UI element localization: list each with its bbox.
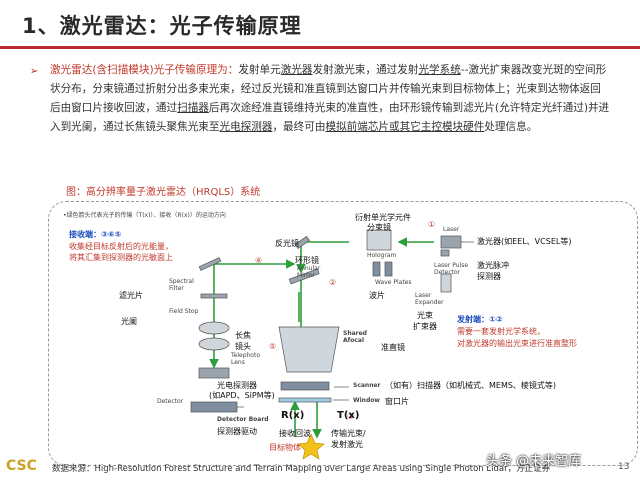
step-3: ③ (347, 412, 355, 421)
label-rx: R(x) (281, 410, 305, 421)
paragraph-lead: 激光雷达(含扫描模块)光子传输原理为： (50, 64, 239, 76)
label-field-stop-en: Field Stop (169, 308, 199, 315)
label-pulse-en: Laser Pulse Detector (434, 262, 469, 276)
link-optics[interactable]: 光学系统 (418, 64, 461, 76)
label-laser-en: Laser (443, 226, 460, 233)
label-board-en: Detector Board (217, 416, 269, 423)
label-board-cn: 探测器驱动 (217, 427, 257, 436)
wave-plate-1 (372, 261, 381, 277)
transmit-desc-2: 对激光器的输出光束进行准直整形 (457, 339, 577, 348)
diagram-note: •绿色箭头代表光子的传输（T(x)）、接收（R(x)）的运动方向 (63, 212, 226, 219)
label-telephoto-en: Telephoto Lens (231, 352, 261, 366)
label-laser-cn: 激光器(如EEL、VCSEL等) (477, 237, 572, 246)
label-recv: 接收回波 (279, 429, 311, 438)
receive-desc-1: 收集经目标反射后的光能量， (69, 242, 173, 251)
window-plate (278, 397, 332, 403)
label-reflector: 反光镜 (275, 239, 299, 248)
lidar-diagram-panel: •绿色箭头代表光子的传输（T(x)）、接收（R(x)）的运动方向 接收端：③⑥⑤… (48, 201, 638, 466)
scanner (280, 381, 330, 391)
label-scanner-en: Scanner (353, 382, 381, 389)
label-spectral-en: Spectral Filter (169, 278, 194, 292)
label-scanner-cn: （如有）扫描器（如机械式、MEMS、棱镜式等) (385, 381, 557, 390)
annular-mirror (288, 268, 320, 285)
step-1: ① (428, 220, 436, 229)
title-divider (0, 46, 640, 49)
label-field-stop-cn: 光阑 (121, 317, 137, 326)
label-expander-cn2: 扩束器 (413, 322, 437, 331)
label-pd-cn: 光电探测器 (217, 381, 257, 390)
target-star-icon (297, 433, 325, 460)
watermark: 头条 @未来智库 (486, 454, 582, 469)
step-4: ④ (255, 256, 263, 265)
label-detector-en: Detector (157, 398, 184, 405)
paragraph-text: --激光扩束器改变光斑的空间形状分布，分束镜通过折射分出多束光束，经过反光镜和准… (50, 64, 607, 114)
label-diffractive: 衍射单光学元件 (355, 213, 411, 222)
label-shared-cn: 准直镜 (381, 343, 405, 352)
hologram-element (366, 229, 392, 251)
bullet-arrow-icon: ➢ (30, 66, 39, 77)
brand-logo: CSC (6, 458, 37, 474)
laser-pulse-detector (440, 249, 450, 257)
label-window-cn: 窗口片 (385, 397, 409, 406)
receive-desc-2: 将其汇集到探测器的光敏面上 (69, 253, 173, 262)
label-expander-en: Laser Expander (415, 292, 444, 306)
label-ring-mirror: 环形镜 (295, 256, 319, 265)
spectral-filter (198, 257, 222, 271)
transmit-title: 发射端：①② (457, 315, 503, 324)
page-title: 1、激光雷达：光子传输原理 (22, 14, 302, 38)
label-window-en: Window (353, 397, 380, 404)
label-send2: 发射激光 (331, 440, 363, 449)
label-expander-cn: 光束 (417, 311, 433, 320)
link-laser[interactable]: 激光器 (280, 64, 313, 76)
paragraph-text: 处理信息。 (484, 121, 538, 133)
label-ring-mirror-en: Annular Mirror (297, 265, 321, 279)
laser-expander (440, 273, 452, 293)
link-photodetector[interactable]: 光电探测器 (219, 121, 273, 133)
laser-source (440, 235, 462, 249)
label-splitter: 分束镜 (367, 223, 391, 232)
beam-path (209, 237, 434, 439)
label-spectral-cn: 滤光片 (119, 291, 143, 300)
step-2: ② (329, 278, 337, 287)
label-telephoto-cn: 长焦 (235, 331, 251, 340)
source-note: 数据来源：High-Resolution Forest Structure an… (52, 464, 551, 474)
figure-caption: 图：高分辨率量子激光雷达（HRQLS）系统 (66, 187, 261, 198)
label-pulse-cn: 激光脉冲 (477, 261, 509, 270)
optical-components (190, 229, 462, 413)
label-pd-cn2: (如APD、SiPM等) (209, 391, 275, 400)
shared-afocal (278, 326, 340, 373)
label-send: 传输光束/ (331, 429, 366, 438)
telephoto-lens-2 (198, 337, 230, 351)
label-target: 目标物体 (269, 443, 301, 452)
link-afe-chip[interactable]: 模拟前端芯片或其它主控模块硬件 (325, 121, 485, 133)
transmit-desc-1: 需要一套发射光学系统， (457, 327, 545, 336)
page-number: 13 (618, 462, 630, 472)
receive-title: 接收端：③⑥⑤ (69, 230, 122, 239)
label-wave-plates: Wave Plates (375, 279, 412, 286)
detector-chip (198, 367, 230, 379)
label-hologram: Hologram (367, 252, 397, 259)
paragraph-text: 发射单元 (238, 64, 281, 76)
label-shared-en: Shared Afocal (343, 330, 367, 344)
step-5: ⑤ (269, 342, 277, 351)
label-wave-cn: 波片 (369, 291, 385, 300)
detector-board (190, 401, 238, 413)
label-pulse-cn2: 探测器 (477, 272, 501, 281)
reflector-mirror (294, 235, 310, 249)
paragraph-text: 发射激光束，通过发射 (312, 64, 419, 76)
principle-paragraph: 激光雷达(含扫描模块)光子传输原理为：发射单元激光器发射激光束，通过发射光学系统… (50, 61, 610, 137)
link-scanner[interactable]: 扫描器 (177, 102, 209, 114)
label-telephoto-cn2: 镜头 (235, 342, 251, 351)
paragraph-text: 后再次途经准直镜维持光束的准直性，由环形镜传输到滤光片(允许特定光纤通过)并进入… (50, 102, 610, 133)
wave-plate-2 (384, 261, 393, 277)
lidar-diagram (190, 229, 474, 460)
field-stop (200, 293, 228, 299)
paragraph-text: ，最终可由 (272, 121, 326, 133)
telephoto-lens-1 (198, 321, 230, 335)
label-tx: T(x) (337, 410, 360, 421)
